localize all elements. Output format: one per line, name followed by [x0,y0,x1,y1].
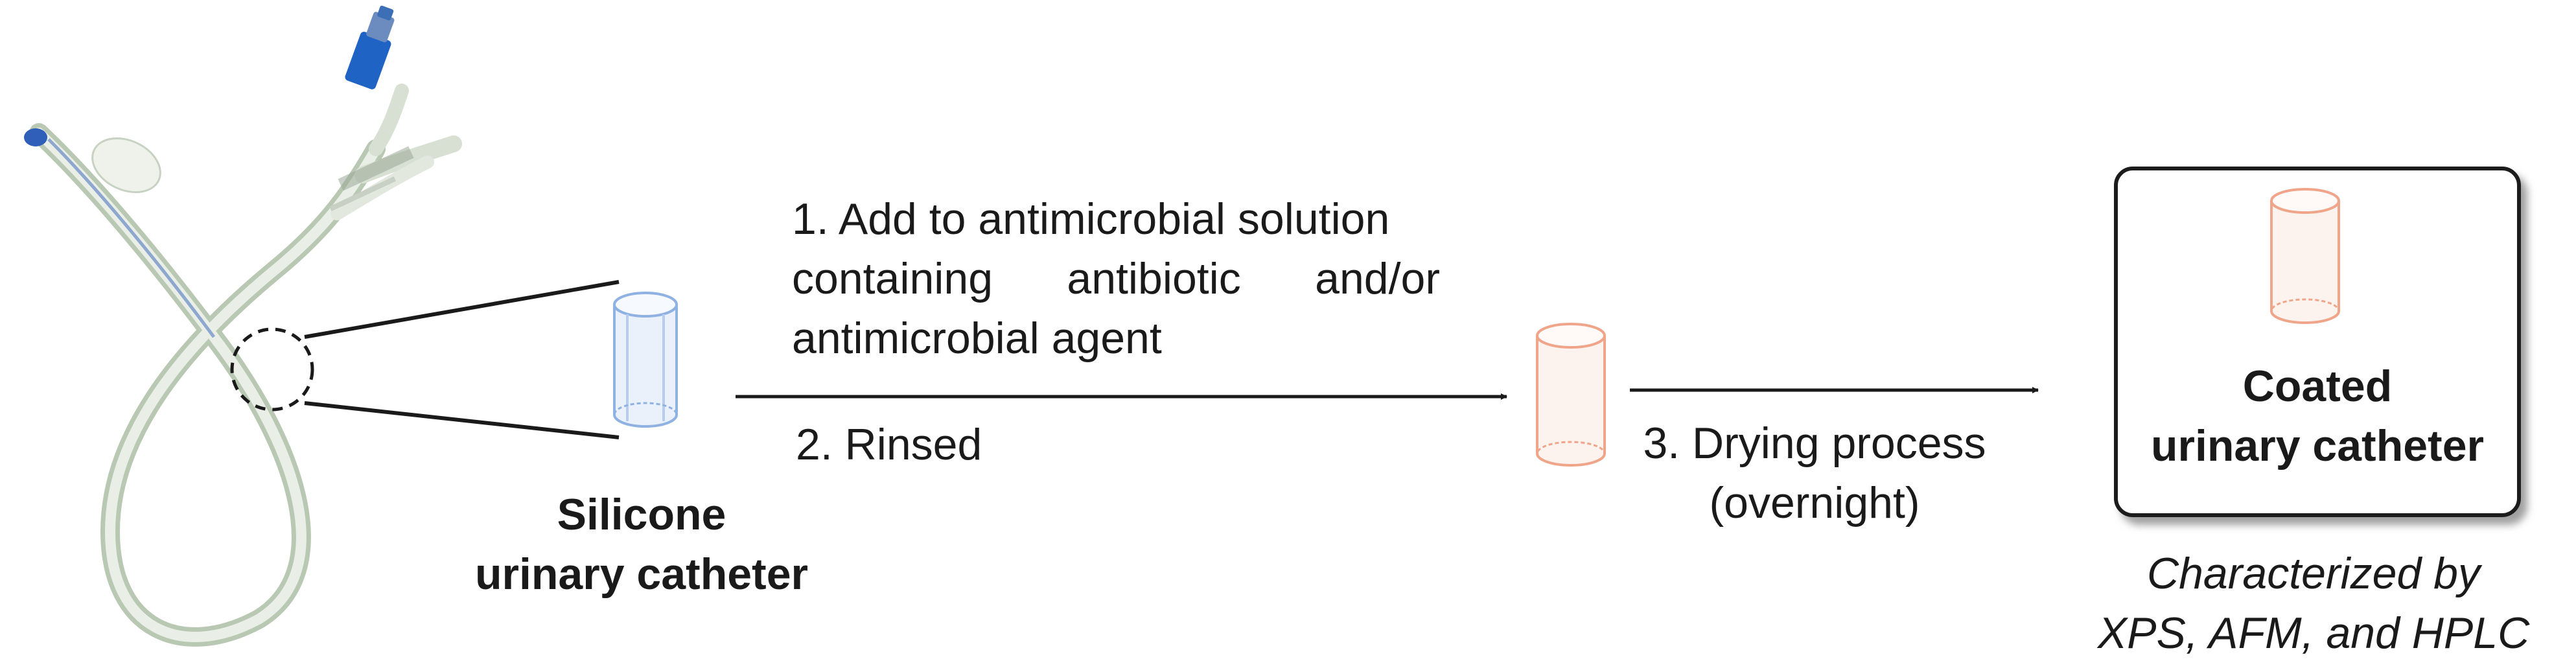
connector-icon [345,5,395,89]
characterization-caption-line-2: XPS, AFM, and HPLC [2097,608,2530,658]
step-1-word: containing [792,254,993,303]
step-1-line-2: containing antibiotic and/or [792,249,1440,308]
step-1-line-3: antimicrobial agent [792,314,1162,363]
coated-label-line-2: urinary catheter [2151,421,2484,470]
silicone-label-line-2: urinary catheter [475,550,808,599]
coated-catheter-box [2114,167,2521,517]
coated-tube-segment-icon [2270,188,2340,324]
characterization-caption-line-1: Characterized by [2146,549,2481,598]
magnify-circle [230,327,314,411]
step-1-line-1: 1. Add to antimicrobial solution [792,194,1390,244]
step-3-line-1: 3. Drying process [1643,419,1986,468]
urinary-catheter-illustration [24,5,620,647]
balloon-shape [91,137,161,194]
catheter-tip-icon [24,128,47,146]
step-1-word: antibiotic [1067,254,1241,303]
step-1-word: and/or [1315,254,1440,303]
step-3-line-2: (overnight) [1709,478,1920,527]
coated-label-line-1: Coated [2242,362,2393,411]
blue-tube-segment-icon [613,292,678,428]
step-2-label: 2. Rinsed [796,420,982,469]
silicone-label-line-1: Silicone [557,490,726,539]
orange-tube-segment-icon [1536,323,1606,467]
